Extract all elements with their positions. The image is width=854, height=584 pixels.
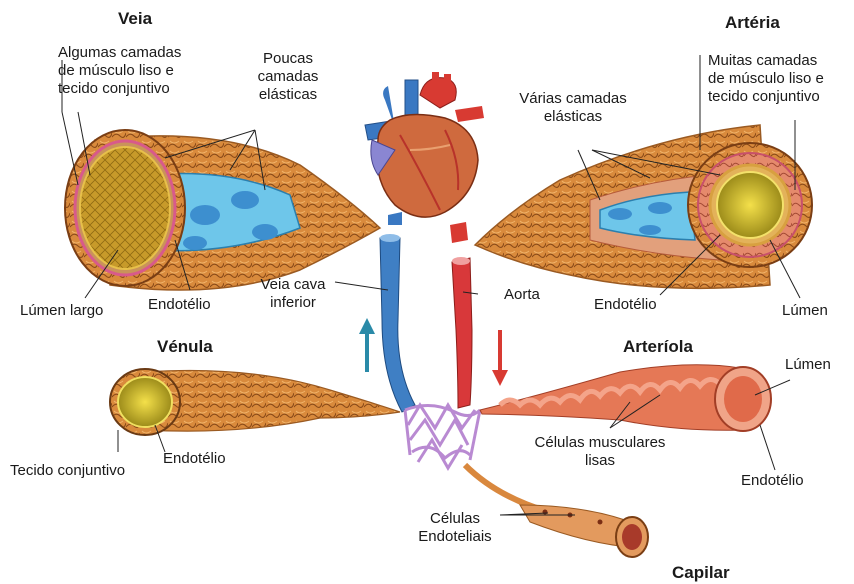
vena-cava-label: Veia cava inferior [248, 276, 338, 312]
vein-endothelium-label: Endotélio [148, 296, 211, 314]
artery-layers-label: Muitas camadas de músculo liso e tecido … [708, 52, 850, 106]
venule-endothelium-label: Endotélio [163, 450, 226, 468]
arteriole-lumen-label: Lúmen [785, 356, 831, 374]
capillary-bed [405, 405, 480, 468]
downward-flow-arrow [492, 330, 508, 386]
vein-elastic-label: Poucas camadas elásticas [244, 50, 332, 104]
aorta-tube [452, 257, 472, 408]
artery-lumen-label: Lúmen [782, 302, 828, 320]
venule-title: Vénula [157, 338, 213, 356]
heart-illustration [365, 72, 484, 243]
vein-illustration [65, 130, 380, 290]
venule-connective-label: Tecido conjuntivo [10, 462, 125, 480]
vena-cava-tube [380, 234, 415, 412]
capillary-illustration [520, 505, 648, 557]
venule-illustration [110, 369, 400, 435]
capillary-title: Capilar [672, 564, 730, 582]
aorta-label: Aorta [504, 286, 540, 304]
artery-illustration [475, 125, 812, 288]
vein-layers-label: Algumas camadas de músculo liso e tecido… [58, 44, 236, 98]
artery-endothelium-label: Endotélio [594, 296, 657, 314]
upward-flow-arrow [359, 318, 375, 372]
arteriole-endothelium-label: Endotélio [741, 472, 804, 490]
vein-title: Veia [118, 10, 152, 28]
vein-lumen-label: Lúmen largo [20, 302, 103, 320]
artery-title: Artéria [725, 14, 780, 32]
arteriole-title: Arteríola [623, 338, 693, 356]
artery-elastic-label: Várias camadas elásticas [498, 90, 648, 126]
arteriole-illustration [480, 365, 771, 431]
arteriole-muscle-label: Células musculares lisas [520, 434, 680, 470]
capillary-endothelial-label: Células Endoteliais [408, 510, 502, 546]
